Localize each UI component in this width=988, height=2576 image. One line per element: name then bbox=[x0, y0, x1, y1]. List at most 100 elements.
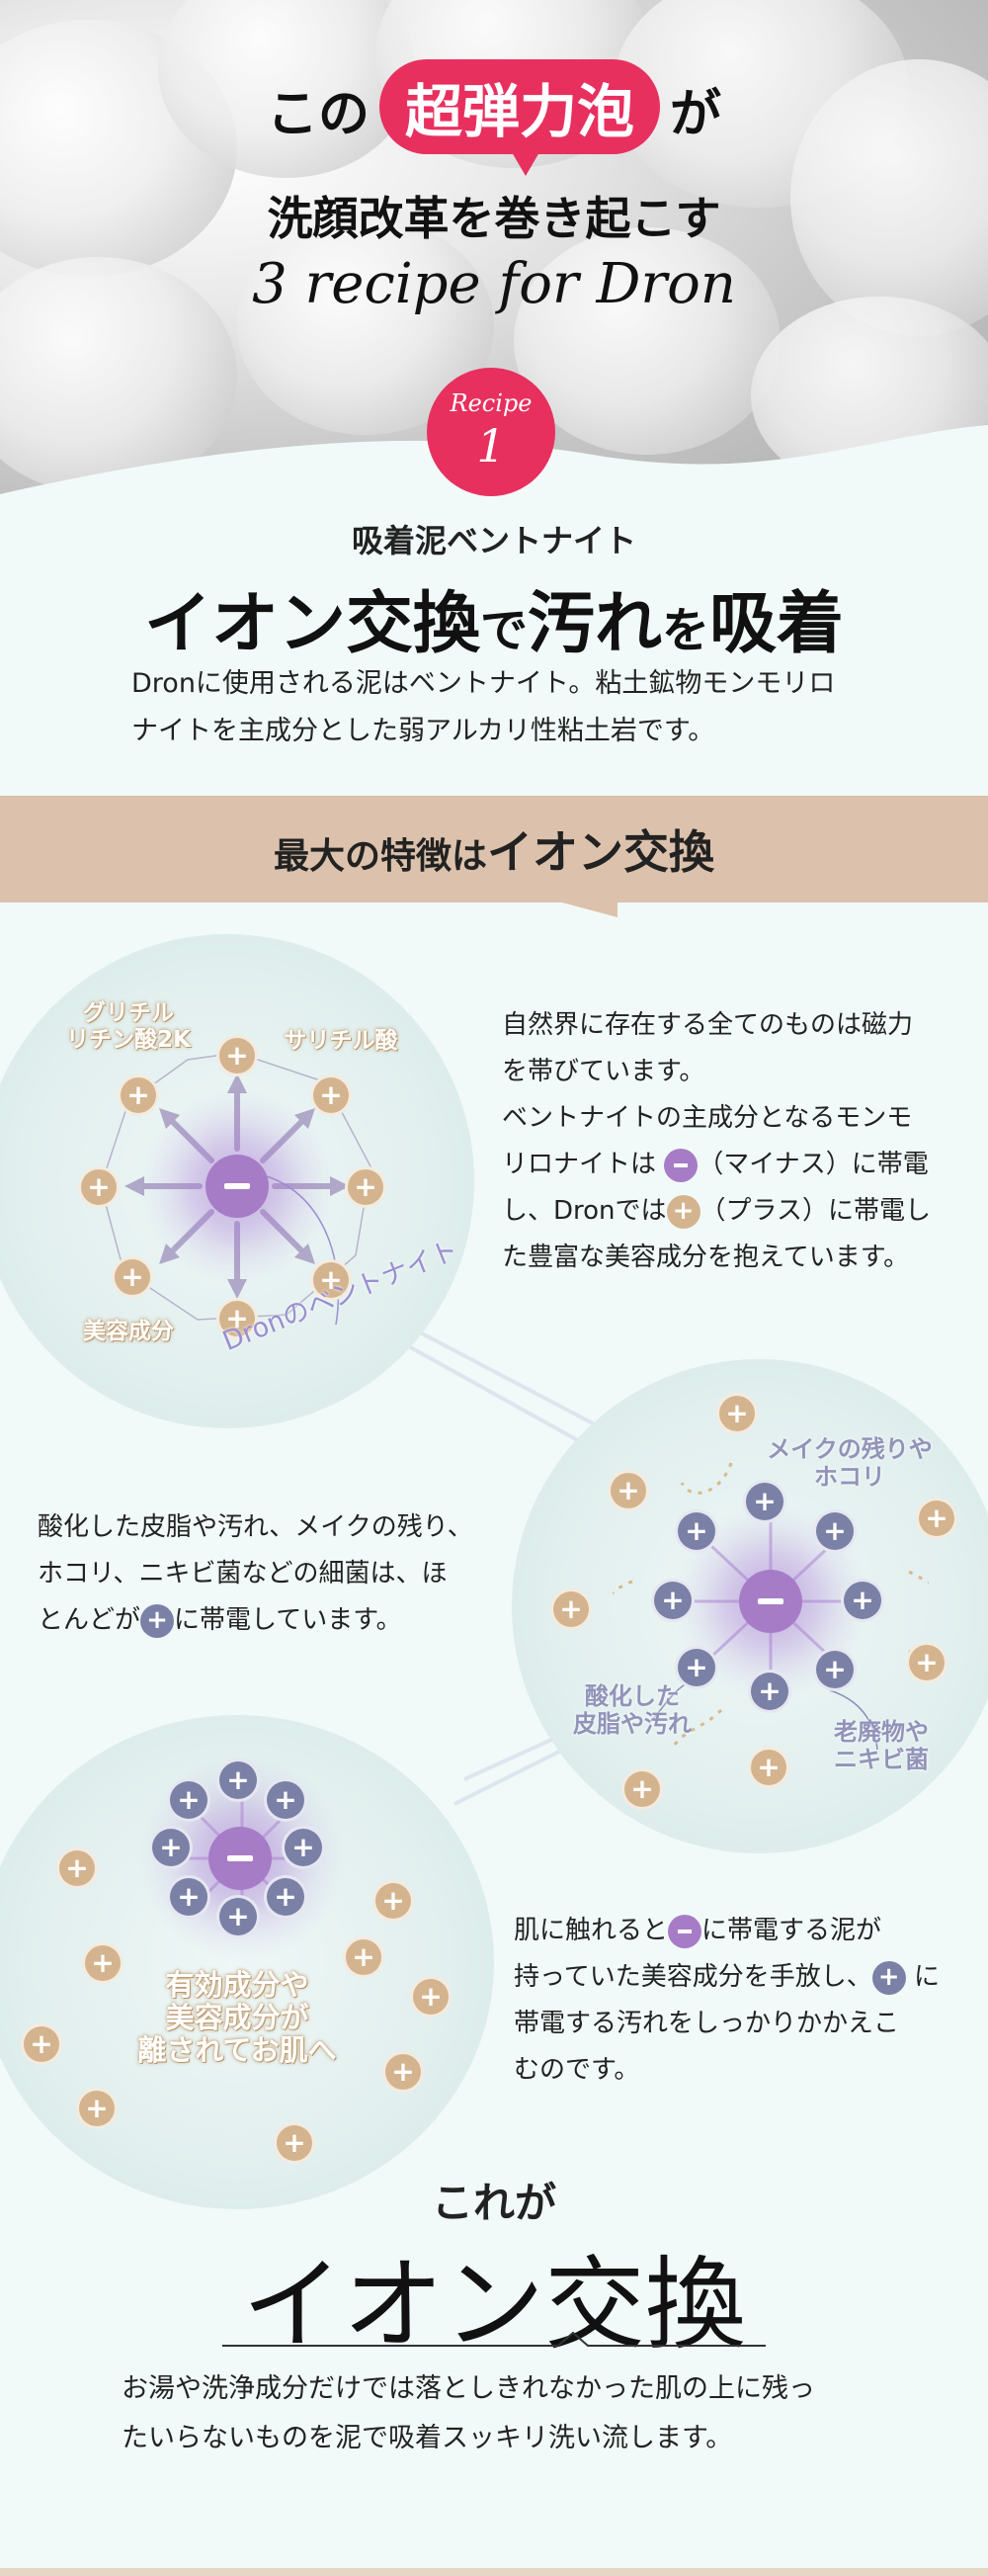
paragraph-line: リロナイトは （マイナス）に帯電 bbox=[502, 1142, 966, 1188]
dirt-plus-icon: + bbox=[816, 1651, 854, 1688]
label-line: リチン酸2K bbox=[66, 1027, 191, 1053]
plus-ion-icon: + bbox=[413, 1979, 449, 2015]
section-title-part: イオン交換 bbox=[143, 584, 480, 663]
paragraph-dirt-charge: 酸化した皮脂や汚れ、メイクの残り、 ホコリ、ニキビ菌などの細菌は、ほ とんどが+… bbox=[38, 1504, 502, 1644]
label-line: 有効成分や bbox=[165, 1968, 309, 2002]
text: に bbox=[913, 1962, 940, 1992]
paragraph-line: とんどが+に帯電しています。 bbox=[38, 1597, 502, 1644]
hero-headline-2: 洗顔改革を巻き起こす bbox=[267, 192, 721, 245]
plus-ion-icon: + bbox=[313, 1077, 349, 1113]
paragraph-line: ベントナイトの主成分となるモンモ bbox=[502, 1103, 913, 1133]
paragraph-line: 自然界に存在する全てのものは磁力 bbox=[502, 1010, 914, 1040]
hero-headline-before: この bbox=[266, 84, 370, 144]
conclusion-body: お湯や洗浄成分だけでは落としきれなかった肌の上に残っ たいらないものを泥で吸着ス… bbox=[122, 2364, 892, 2463]
paragraph-release: 肌に触れるとに帯電する泥が 持っていた美容成分を手放し、+ に 帯電する汚れをし… bbox=[514, 1908, 978, 2094]
foam-bubble bbox=[0, 257, 237, 494]
plus-ion-icon: + bbox=[81, 1169, 117, 1205]
dirt-plus-icon: + bbox=[654, 1582, 692, 1619]
dirt-plus-icon: + bbox=[816, 1512, 854, 1550]
dirt-plus-icon: + bbox=[844, 1582, 881, 1619]
dirt-plus-icon: + bbox=[140, 1603, 175, 1638]
plus-ion-icon: + bbox=[24, 2026, 59, 2062]
paragraph-magnetism: 自然界に存在する全てのものは磁力 を帯びています。 ベントナイトの主成分となるモ… bbox=[502, 1002, 966, 1281]
plus-ion-icon: + bbox=[59, 1850, 95, 1886]
dirt-plus-icon: + bbox=[746, 1483, 783, 1520]
intro-line: Dronに使用される泥はベントナイト。粘土鉱物モンモリロ bbox=[131, 668, 836, 699]
label-line: 美容成分が bbox=[165, 2001, 309, 2034]
dirt-plus-icon: + bbox=[170, 1878, 207, 1916]
label-oxidized-sebum: 酸化した 皮脂や汚れ bbox=[553, 1682, 711, 1738]
label-glycyrrhizin: グリチル リチン酸2K bbox=[59, 1000, 198, 1054]
paragraph-line: ホコリ、ニキビ菌などの細菌は、ほ bbox=[38, 1559, 448, 1589]
band-highlight: イオン交換 bbox=[487, 825, 714, 879]
hero-headline-after: が bbox=[670, 84, 722, 144]
plus-ion-icon: + bbox=[79, 2091, 115, 2126]
diagram-release bbox=[0, 1715, 494, 2209]
recipe-badge-label: Recipe bbox=[450, 389, 533, 417]
minus-ion-icon bbox=[664, 1148, 699, 1182]
dirt-plus-icon: + bbox=[219, 1761, 257, 1799]
paragraph-line: し、Dronでは+（プラス）に帯電し bbox=[502, 1188, 966, 1235]
dirt-plus-icon: + bbox=[267, 1781, 304, 1819]
foam-bubble bbox=[514, 227, 781, 455]
label-line: 皮脂や汚れ bbox=[573, 1710, 692, 1738]
text: リロナイトは bbox=[502, 1150, 657, 1179]
plus-ion-icon: + bbox=[919, 1501, 954, 1536]
paragraph-line: たいらないものを泥で吸着スッキリ洗い流します。 bbox=[122, 2423, 733, 2453]
plus-ion-icon: + bbox=[121, 1077, 156, 1113]
plus-ion-icon: + bbox=[346, 1939, 381, 1975]
dirt-plus-icon: + bbox=[219, 1898, 257, 1935]
feature-band-tail bbox=[558, 902, 618, 917]
dirt-plus-icon: + bbox=[751, 1673, 788, 1710]
plus-ion-icon: + bbox=[85, 1945, 121, 1981]
plus-ion-icon: + bbox=[909, 1645, 945, 1680]
feature-band bbox=[0, 796, 988, 902]
section-subtitle: 吸着泥ベントナイト bbox=[351, 522, 636, 559]
plus-ion-icon: + bbox=[385, 2054, 421, 2090]
plus-ion-icon: + bbox=[611, 1473, 646, 1508]
plus-ion-icon: + bbox=[219, 1038, 255, 1073]
plus-ion-icon: + bbox=[719, 1396, 755, 1431]
section-title-part: を bbox=[662, 603, 710, 658]
minus-ion-icon bbox=[739, 1570, 802, 1633]
paragraph-line: を帯びています。 bbox=[502, 1057, 705, 1086]
text: （プラス）に帯電し bbox=[700, 1196, 932, 1226]
plus-ion-icon: + bbox=[553, 1591, 589, 1627]
paragraph-line: 持っていた美容成分を手放し、+ に bbox=[514, 1954, 978, 2001]
plus-ion-icon: + bbox=[751, 1750, 786, 1785]
text: に帯電する泥が bbox=[701, 1916, 882, 1945]
section-title: イオン交換で汚れを吸着 bbox=[0, 568, 988, 666]
hero-headline-1: この超弾力泡が bbox=[0, 59, 988, 176]
foam-bubble bbox=[790, 59, 988, 336]
paragraph-line: お湯や洗浄成分だけでは落としきれなかった肌の上に残っ bbox=[122, 2373, 815, 2404]
label-line: グリチル bbox=[83, 1000, 174, 1026]
foam-bubble bbox=[158, 0, 415, 178]
plus-ion-icon: + bbox=[375, 1883, 411, 1919]
label-salicylic: サリチル酸 bbox=[284, 1028, 398, 1054]
label-line: 酸化した bbox=[585, 1682, 680, 1710]
conclusion-lead: これが bbox=[431, 2179, 556, 2227]
band-prefix: 最大の特徴は bbox=[273, 835, 487, 877]
paragraph-line: た豊富な美容成分を抱えています。 bbox=[502, 1243, 910, 1272]
label-makeup-dust: メイクの残りや ホコリ bbox=[751, 1435, 948, 1491]
section-intro: Dronに使用される泥はベントナイト。粘土鉱物モンモリロ ナイトを主成分とした弱… bbox=[131, 660, 863, 755]
feature-band-title: 最大の特徴はイオン交換 bbox=[0, 816, 988, 882]
plus-ion-icon: + bbox=[313, 1262, 349, 1298]
hero-highlight-pill: 超弾力泡 bbox=[378, 59, 660, 176]
hero-headline-3: 3 recipe for Dron bbox=[252, 252, 736, 316]
label-line: 老廃物や bbox=[834, 1718, 929, 1746]
minus-ion-icon bbox=[668, 1914, 702, 1948]
dirt-plus-icon: + bbox=[678, 1512, 715, 1550]
text: し、Dronでは bbox=[502, 1196, 667, 1226]
label-line: ニキビ菌 bbox=[834, 1746, 929, 1773]
label-released-ingredients: 有効成分や 美容成分が 離されてお肌へ bbox=[109, 1969, 366, 2067]
label-line: メイクの残りや bbox=[767, 1435, 933, 1463]
dirt-plus-icon: + bbox=[285, 1829, 322, 1866]
plus-ion-icon: + bbox=[348, 1169, 383, 1205]
minus-ion-icon bbox=[208, 1827, 272, 1890]
conclusion-underline bbox=[222, 2331, 766, 2347]
section-title-part: 吸着 bbox=[709, 584, 845, 663]
plus-ion-icon: + bbox=[624, 1771, 660, 1807]
recipe-badge: Recipe 1 bbox=[427, 368, 555, 496]
text: とんどが bbox=[38, 1605, 141, 1635]
